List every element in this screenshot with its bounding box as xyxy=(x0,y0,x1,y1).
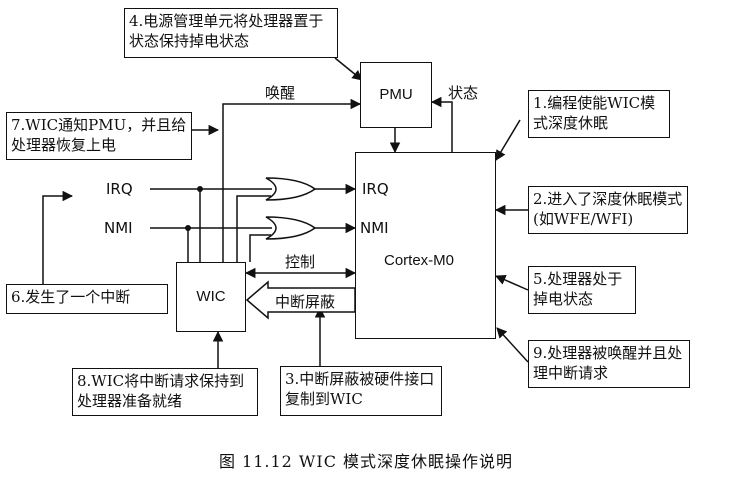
step-6-text: 6.发生了一个中断 xyxy=(11,288,131,306)
arrow-step1 xyxy=(495,119,521,161)
arrow-step4-pmu xyxy=(334,57,363,81)
step-5-text: 5.处理器处于掉电状态 xyxy=(533,270,623,308)
junction-nmi xyxy=(185,225,191,231)
step-1-box: 1.编程使能WIC模式深度休眠 xyxy=(528,90,670,138)
step-6-box: 6.发生了一个中断 xyxy=(6,284,168,314)
signal-wake: 唤醒 xyxy=(265,84,296,102)
signal-nmi-in: NMI xyxy=(104,219,133,237)
junction-irq xyxy=(197,186,203,192)
step-7-box: 7.WIC通知PMU，并且给处理器恢复上电 xyxy=(6,112,192,160)
line-wic-irq-gate xyxy=(236,195,271,262)
cortex-block: Cortex-M0 xyxy=(355,152,496,339)
step-3-box: 3.中断屏蔽被硬件接口复制到WIC xyxy=(280,366,442,416)
wic-label: WIC xyxy=(196,288,226,305)
line-wic-nmi-gate xyxy=(249,234,271,262)
or-gate-nmi xyxy=(265,216,317,240)
pmu-label: PMU xyxy=(379,86,413,103)
step-1-text: 1.编程使能WIC模式深度休眠 xyxy=(533,94,656,132)
signal-nmi-core: NMI xyxy=(360,219,389,237)
figure-caption: 图 11.12 WIC 模式深度休眠操作说明 xyxy=(218,452,514,471)
signal-irq-in: IRQ xyxy=(106,180,133,198)
step-2-box: 2.进入了深度休眠模式(如WFE/WFI) xyxy=(528,186,688,234)
step-3-text: 3.中断屏蔽被硬件接口复制到WIC xyxy=(285,370,435,408)
arrow-mask-hollow xyxy=(245,280,356,320)
step-8-box: 8.WIC将中断请求保持到处理器准备就绪 xyxy=(72,368,258,416)
signal-status: 状态 xyxy=(448,84,479,102)
step-8-text: 8.WIC将中断请求保持到处理器准备就绪 xyxy=(77,372,245,410)
arrow-status xyxy=(430,96,453,152)
step-9-box: 9.处理器被唤醒并且处理中断请求 xyxy=(528,340,690,388)
arrow-wake xyxy=(222,98,362,262)
step-7-text: 7.WIC通知PMU，并且给处理器恢复上电 xyxy=(11,116,187,154)
arrow-step9 xyxy=(496,327,529,363)
or-gate-irq xyxy=(265,177,317,201)
arrow-step6 xyxy=(42,190,74,292)
step-4-box: 4.电源管理单元将处理器置于状态保持掉电状态 xyxy=(124,8,338,58)
step-2-text: 2.进入了深度休眠模式(如WFE/WFI) xyxy=(533,190,683,228)
step-5-box: 5.处理器处于掉电状态 xyxy=(528,266,636,314)
arrow-step5 xyxy=(495,274,529,291)
signal-irq-core: IRQ xyxy=(362,180,389,198)
signal-mask: 中断屏蔽 xyxy=(275,293,336,311)
wic-block: WIC xyxy=(176,262,246,332)
cortex-label: Cortex-M0 xyxy=(384,252,455,269)
signal-control: 控制 xyxy=(285,253,316,271)
step-4-text: 4.电源管理单元将处理器置于状态保持掉电状态 xyxy=(129,12,324,50)
pmu-block: PMU xyxy=(360,62,432,128)
step-9-text: 9.处理器被唤醒并且处理中断请求 xyxy=(533,344,683,382)
